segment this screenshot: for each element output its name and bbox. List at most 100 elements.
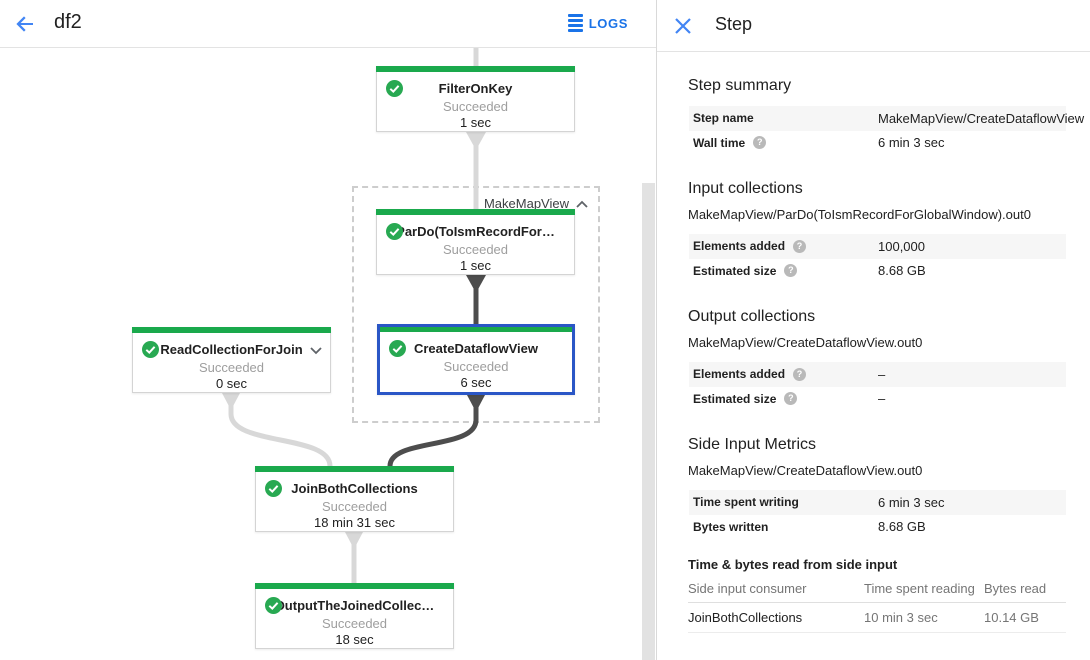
node-status: Succeeded bbox=[443, 359, 509, 374]
node-time: 1 sec bbox=[459, 258, 492, 273]
output-collections-rows: Elements added ? – Estimated size ? – bbox=[689, 362, 1066, 411]
kv-row-elements-added: Elements added ? – bbox=[689, 362, 1066, 387]
kv-value: 100,000 bbox=[878, 238, 925, 254]
section-heading-side-input-metrics: Side Input Metrics bbox=[688, 436, 817, 453]
graph-node-joinbothcollections[interactable]: JoinBothCollections Succeeded 18 min 31 … bbox=[255, 466, 454, 532]
graph-edges bbox=[222, 48, 486, 583]
kv-row-step-name: Step name MakeMapView/CreateDataflowView bbox=[689, 106, 1084, 131]
output-collection-name: MakeMapView/CreateDataflowView.out0 bbox=[688, 335, 923, 350]
node-time: 18 sec bbox=[335, 632, 374, 647]
chevron-up-icon bbox=[576, 200, 588, 208]
kv-row-time-spent-writing: Time spent writing 6 min 3 sec bbox=[689, 490, 1066, 515]
kv-value: 6 min 3 sec bbox=[878, 135, 945, 151]
kv-label: Elements added bbox=[693, 239, 786, 254]
kv-label: Estimated size bbox=[693, 263, 777, 278]
col-time-spent-reading: Time spent reading bbox=[864, 580, 975, 596]
step-summary-rows: Step name MakeMapView/CreateDataflowView… bbox=[689, 106, 1084, 156]
kv-row-elements-added: Elements added ? 100,000 bbox=[689, 234, 1066, 259]
node-time: 18 min 31 sec bbox=[314, 515, 395, 530]
chevron-down-icon[interactable] bbox=[310, 342, 322, 359]
node-time: 6 sec bbox=[460, 375, 492, 390]
node-status-bar bbox=[376, 209, 575, 215]
kv-label: Elements added bbox=[693, 367, 786, 382]
graph-node-pardo-toismrecord[interactable]: ParDo(ToIsmRecordFor… Succeeded 1 sec bbox=[376, 209, 575, 275]
kv-value: 8.68 GB bbox=[878, 519, 926, 535]
node-status-bar bbox=[255, 583, 454, 589]
node-title: ParDo(ToIsmRecordFor… bbox=[396, 224, 555, 239]
node-status: Succeeded bbox=[321, 499, 388, 514]
graph-node-createdataflowview[interactable]: CreateDataflowView Succeeded 6 sec bbox=[377, 324, 575, 395]
kv-value: – bbox=[878, 391, 886, 407]
cell-consumer: JoinBothCollections bbox=[688, 610, 803, 625]
kv-label: Estimated size bbox=[693, 391, 777, 406]
kv-row-wall-time: Wall time ? 6 min 3 sec bbox=[689, 131, 1066, 156]
kv-label: Time spent writing bbox=[693, 495, 799, 510]
step-details-panel: Step Step summary Step name MakeMapView/… bbox=[656, 0, 1090, 660]
node-title: ReadCollectionForJoin bbox=[160, 342, 303, 357]
side-input-collection-name: MakeMapView/CreateDataflowView.out0 bbox=[688, 463, 923, 478]
section-heading-input-collections: Input collections bbox=[688, 180, 803, 197]
panel-title: Step bbox=[715, 14, 753, 34]
node-status-bar bbox=[380, 327, 572, 332]
check-circle-icon bbox=[142, 341, 159, 358]
kv-row-estimated-size: Estimated size ? – bbox=[689, 387, 1066, 412]
logs-label: LOGS bbox=[588, 15, 628, 31]
help-icon[interactable]: ? bbox=[784, 392, 798, 406]
close-icon[interactable] bbox=[674, 17, 692, 35]
side-input-table: Side input consumer Time spent reading B… bbox=[688, 574, 1066, 633]
side-input-table-header: Side input consumer Time spent reading B… bbox=[688, 574, 1066, 603]
input-collections-rows: Elements added ? 100,000 Estimated size … bbox=[689, 234, 1066, 283]
graph-scrollbar[interactable] bbox=[642, 183, 655, 660]
logs-button[interactable]: LOGS bbox=[567, 14, 628, 32]
kv-label: Wall time bbox=[693, 135, 746, 150]
node-status: Succeeded bbox=[321, 616, 388, 631]
node-title: FilterOnKey bbox=[438, 81, 513, 96]
help-icon[interactable]: ? bbox=[793, 239, 807, 253]
graph-node-readcollectionforjoin[interactable]: ReadCollectionForJoin Succeeded 0 sec bbox=[132, 327, 331, 393]
cell-bytes-read: 10.14 GB bbox=[984, 610, 1039, 625]
node-status: Succeeded bbox=[198, 360, 265, 375]
node-title: OutputTheJoinedCollec… bbox=[274, 598, 435, 613]
kv-label: Step name bbox=[693, 111, 754, 126]
side-input-table-heading: Time & bytes read from side input bbox=[688, 557, 898, 572]
node-time: 0 sec bbox=[215, 376, 248, 391]
input-collection-name: MakeMapView/ParDo(ToIsmRecordForGlobalWi… bbox=[688, 207, 1031, 222]
section-heading-step-summary: Step summary bbox=[688, 77, 792, 94]
check-circle-icon bbox=[386, 223, 403, 240]
section-heading-output-collections: Output collections bbox=[688, 308, 816, 325]
help-icon[interactable]: ? bbox=[753, 136, 767, 150]
node-status-bar bbox=[132, 327, 331, 333]
group-label: MakeMapView bbox=[483, 196, 569, 211]
side-input-metrics-rows: Time spent writing 6 min 3 sec Bytes wri… bbox=[689, 490, 1066, 539]
node-title: CreateDataflowView bbox=[413, 341, 539, 356]
node-status-bar bbox=[255, 466, 454, 472]
graph-node-outputthejoinedcollection[interactable]: OutputTheJoinedCollec… Succeeded 18 sec bbox=[255, 583, 454, 649]
check-circle-icon bbox=[386, 80, 403, 97]
kv-row-estimated-size: Estimated size ? 8.68 GB bbox=[689, 259, 1066, 284]
group-makemapview-toggle[interactable]: MakeMapView bbox=[484, 196, 588, 211]
help-icon[interactable]: ? bbox=[793, 367, 807, 381]
kv-value: MakeMapView/CreateDataflowView bbox=[878, 110, 1085, 126]
check-circle-icon bbox=[265, 480, 282, 497]
panel-header: Step bbox=[657, 0, 1090, 52]
back-arrow-icon[interactable] bbox=[12, 11, 38, 37]
kv-label: Bytes written bbox=[693, 519, 769, 534]
panel-body: Step summary Step name MakeMapView/Creat… bbox=[657, 77, 1090, 633]
node-time: 1 sec bbox=[459, 115, 492, 130]
kv-row-bytes-written: Bytes written 8.68 GB bbox=[689, 515, 1066, 540]
job-title: df2 bbox=[54, 11, 82, 33]
top-bar: df2 LOGS bbox=[0, 0, 656, 48]
help-icon[interactable]: ? bbox=[784, 264, 798, 278]
col-bytes-read: Bytes read bbox=[984, 580, 1047, 596]
table-row: JoinBothCollections 10 min 3 sec 10.14 G… bbox=[688, 603, 1066, 633]
node-title: JoinBothCollections bbox=[291, 481, 418, 496]
kv-value: 8.68 GB bbox=[878, 263, 926, 279]
graph-node-filteronkey[interactable]: FilterOnKey Succeeded 1 sec bbox=[376, 66, 575, 132]
col-side-input-consumer: Side input consumer bbox=[688, 580, 807, 596]
cell-time-spent-reading: 10 min 3 sec bbox=[864, 610, 938, 625]
node-status: Succeeded bbox=[442, 242, 509, 257]
check-circle-icon bbox=[389, 340, 406, 357]
kv-value: – bbox=[878, 366, 886, 382]
logs-icon bbox=[567, 14, 583, 32]
